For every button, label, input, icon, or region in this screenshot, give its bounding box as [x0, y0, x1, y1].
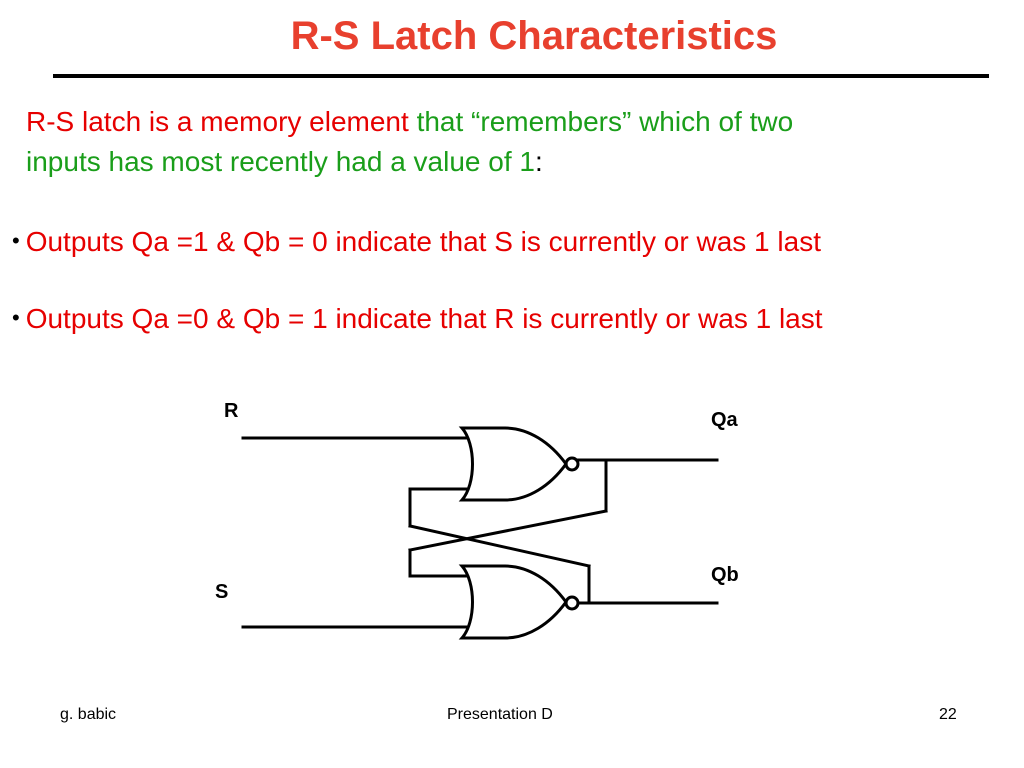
- top-gate-bubble: [564, 456, 580, 472]
- intro-colon: :: [534, 146, 543, 177]
- bullet-item: •Outputs Qa =1 & Qb = 0 indicate that S …: [12, 223, 1017, 260]
- intro-paragraph: R-S latch is a memory element that “reme…: [26, 102, 986, 182]
- bottom-gate-body: [458, 564, 568, 640]
- cross-wire-qa-to-bottom: [408, 509, 608, 552]
- cross-wire-qb-to-top: [408, 524, 591, 568]
- bullet-text: Outputs Qa =0 & Qb = 1 indicate that R i…: [25, 303, 823, 334]
- bullet-symbol: •: [12, 228, 20, 253]
- title-divider: [53, 74, 989, 78]
- bullet-text: Outputs Qa =1 & Qb = 0 indicate that S i…: [25, 226, 821, 257]
- footer-author: g. babic: [60, 706, 117, 723]
- input-s-label: S: [215, 581, 229, 603]
- bottom-gate-bubble: [564, 595, 580, 611]
- intro-text-green-2: inputs has most recently had a value of …: [26, 146, 535, 177]
- intro-text-green: that “remembers” which of two: [408, 106, 794, 137]
- bullet-item: •Outputs Qa =0 & Qb = 1 indicate that R …: [12, 300, 1017, 337]
- slide-title: R-S Latch Characteristics: [290, 14, 778, 58]
- output-qb-label: Qb: [711, 564, 739, 586]
- output-qa-label: Qa: [711, 409, 738, 431]
- bullet-symbol: •: [12, 305, 20, 330]
- top-gate-body: [458, 426, 568, 502]
- footer-presentation: Presentation D: [447, 706, 553, 723]
- intro-text-red: R-S latch is a memory element: [26, 106, 409, 137]
- input-r-label: R: [224, 400, 239, 422]
- footer-page-number: 22: [939, 706, 957, 723]
